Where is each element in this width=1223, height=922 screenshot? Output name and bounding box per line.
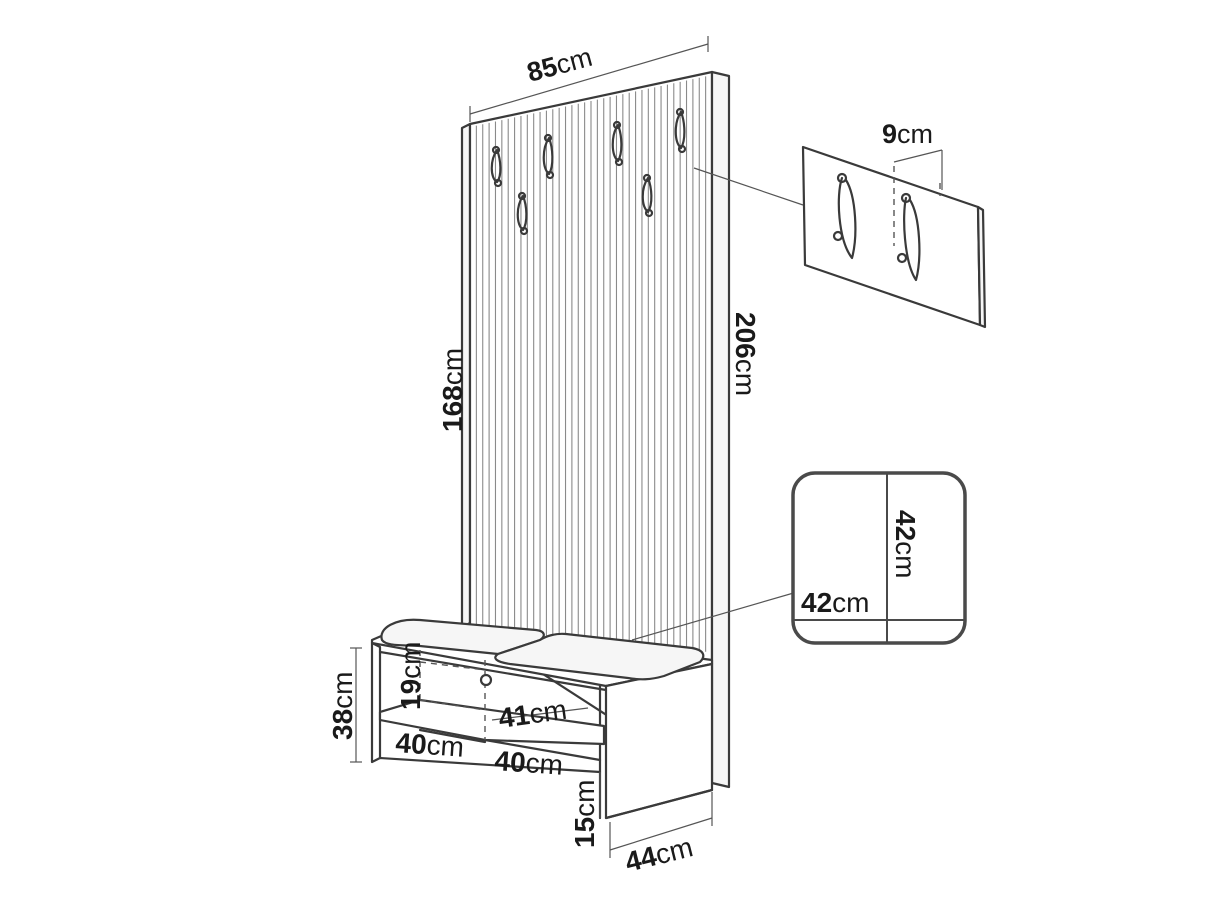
hook-icon <box>490 145 503 188</box>
dim-shelf-right-unit: cm <box>525 747 564 781</box>
bench-cushion-right <box>494 632 705 681</box>
dim-compartment-width-value: 41 <box>497 699 532 734</box>
hook-icon <box>542 133 555 180</box>
dim-total-height-value: 206 <box>730 312 761 359</box>
dim-compartment-width-unit: cm <box>527 694 568 730</box>
svg-text:42cm: 42cm <box>890 510 921 578</box>
dim-panel-height-unit: cm <box>437 348 468 385</box>
panel-slats <box>475 76 707 652</box>
hook-icon <box>896 192 921 282</box>
dim-base-height-unit: cm <box>569 780 600 817</box>
svg-text:19cm: 19cm <box>395 642 426 710</box>
dim-depth-unit: cm <box>652 831 696 870</box>
hook-icon <box>516 191 529 236</box>
dim-shelf-left-value: 40 <box>395 727 428 760</box>
dim-total-height-unit: cm <box>730 359 761 396</box>
hook-detail: 9cm <box>693 119 987 329</box>
dim-bench-height-value: 38 <box>327 709 358 740</box>
bench-dimensions: 38cm 19cm 41cm 40cm 40cm 15cm 44cm <box>327 642 713 878</box>
dim-hook-spacing-value: 9 <box>882 119 897 149</box>
svg-text:40cm: 40cm <box>395 727 465 763</box>
knob-icon <box>479 673 493 687</box>
svg-text:40cm: 40cm <box>494 745 564 781</box>
cushion-square <box>791 471 967 645</box>
dim-cushion-width-unit: cm <box>832 587 869 618</box>
dim-compartment-height-value: 19 <box>395 679 426 710</box>
hook-icon <box>611 120 624 167</box>
svg-text:41cm: 41cm <box>497 694 569 734</box>
hook-icon <box>832 172 857 260</box>
dim-bench-height-unit: cm <box>327 672 358 709</box>
panel-edge <box>710 70 731 789</box>
dim-shelf-left-unit: cm <box>426 729 465 763</box>
dim-panel-height: 168cm <box>437 348 468 432</box>
svg-text:44cm: 44cm <box>622 831 696 878</box>
bench <box>370 618 714 820</box>
svg-text:42cm: 42cm <box>801 587 869 618</box>
dim-total-height: 206cm <box>730 312 761 396</box>
dim-panel-height-value: 168 <box>437 385 468 432</box>
svg-text:168cm: 168cm <box>437 348 468 432</box>
hook-icon <box>674 107 687 154</box>
dim-cushion-height-value: 42 <box>890 510 921 541</box>
hook-icon <box>641 173 654 218</box>
hook-detail-board <box>801 145 982 327</box>
dim-panel-width-unit: cm <box>553 42 596 80</box>
dim-compartment-height-unit: cm <box>395 642 426 679</box>
bench-left-side <box>370 641 382 764</box>
dim-hook-spacing-unit: cm <box>897 119 933 149</box>
dim-shelf-right-value: 40 <box>494 745 527 778</box>
dim-cushion-width-value: 42 <box>801 587 832 618</box>
svg-text:9cm: 9cm <box>882 119 933 149</box>
svg-text:15cm: 15cm <box>569 780 600 848</box>
cushion-detail: 42cm 42cm <box>631 471 967 645</box>
wall-panel <box>460 70 731 789</box>
bench-cushion-left <box>380 618 545 656</box>
dim-base-height-value: 15 <box>569 817 600 848</box>
svg-text:38cm: 38cm <box>327 672 358 740</box>
dim-cushion-height-unit: cm <box>890 541 921 578</box>
panel-hooks <box>490 107 687 236</box>
svg-text:206cm: 206cm <box>730 312 761 396</box>
